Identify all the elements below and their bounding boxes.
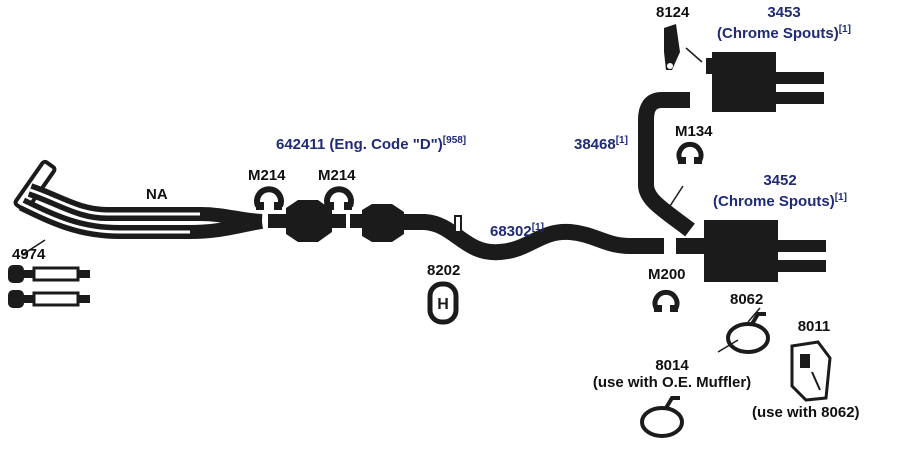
label-8062: 8062 <box>730 291 764 308</box>
muffler-3453 <box>706 52 824 112</box>
pipe-38468 <box>638 92 695 237</box>
catalytic-converter-642411 <box>268 200 404 242</box>
svg-text:H: H <box>437 296 449 313</box>
hanger-8062 <box>726 307 770 354</box>
note-8011: (use with 8062) <box>752 404 860 421</box>
ref-3453: [1] <box>838 24 851 35</box>
code-3452: 3452 <box>763 172 797 189</box>
front-pipe-na <box>13 159 264 239</box>
clamp-m200 <box>652 289 680 312</box>
hanger-8202: H <box>427 281 459 325</box>
bracket-8124 <box>664 24 703 70</box>
code-3453: 3453 <box>767 4 801 21</box>
muffler-3452 <box>676 220 826 282</box>
label-8014: 8014 (use with O.E. Muffler) <box>578 357 766 391</box>
label-3453: 3453 (Chrome Spouts)[1] <box>704 4 864 42</box>
gaskets-4974 <box>8 239 90 308</box>
label-8202: 8202 <box>427 262 461 279</box>
desc-3453-line: (Chrome Spouts)[1] <box>704 21 864 42</box>
code-38468: 38468 <box>574 136 616 153</box>
clamp-m214-a <box>254 186 284 210</box>
ref-3452: [1] <box>834 192 847 203</box>
code-642411: 642411 <box>276 136 326 153</box>
clamp-m134 <box>676 141 704 164</box>
desc-3453: (Chrome Spouts) <box>717 25 839 42</box>
code-68302: 68302 <box>490 223 532 240</box>
label-m200: M200 <box>648 266 686 283</box>
label-4974: 4974 <box>12 246 46 263</box>
label-m214-b: M214 <box>318 167 356 184</box>
label-m134: M134 <box>675 123 713 140</box>
desc-642411: (Eng. Code "D") <box>329 136 443 153</box>
bracket-8011 <box>790 340 832 402</box>
label-8124: 8124 <box>656 4 690 21</box>
ref-38468: [1] <box>615 135 628 146</box>
clamp-m214-b <box>324 186 354 210</box>
label-3452: 3452 (Chrome Spouts)[1] <box>700 172 860 210</box>
label-m214-a: M214 <box>248 167 286 184</box>
desc-3452: (Chrome Spouts) <box>713 193 835 210</box>
hanger-8014 <box>640 339 739 438</box>
desc-3452-line: (Chrome Spouts)[1] <box>700 189 860 210</box>
label-68302: 68302[1] <box>490 219 544 240</box>
label-8011: 8011 <box>748 318 880 335</box>
ref-642411: [958] <box>442 135 467 146</box>
pipe-68302 <box>402 214 664 261</box>
label-na: NA <box>146 186 168 203</box>
code-8014: 8014 <box>655 357 689 374</box>
label-38468: 38468[1] <box>574 132 628 153</box>
code-8011: 8011 <box>797 318 831 335</box>
ref-68302: [1] <box>531 222 544 233</box>
label-642411: 642411 (Eng. Code "D")[958] <box>276 132 466 153</box>
note-8014: (use with O.E. Muffler) <box>592 374 752 391</box>
